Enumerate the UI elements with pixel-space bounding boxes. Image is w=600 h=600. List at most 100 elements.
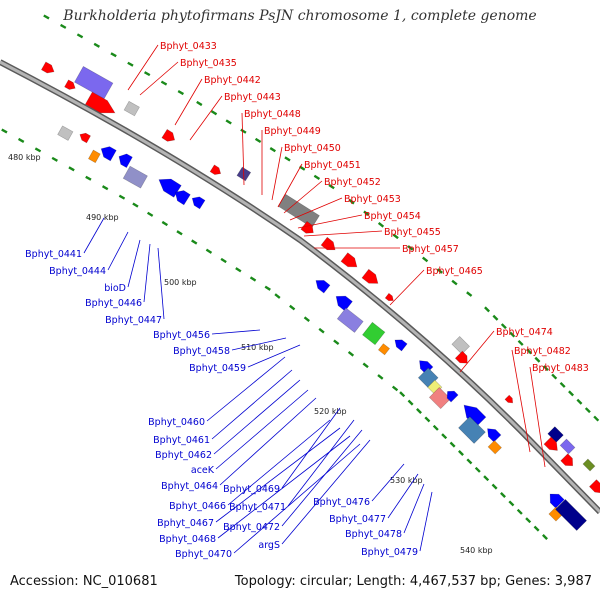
gene-label-reverse: Bphyt_0472 xyxy=(223,522,280,533)
leader-line xyxy=(215,389,309,470)
gene-feature xyxy=(560,453,574,467)
scale-tick-mark xyxy=(347,351,355,357)
gene-label-forward: Bphyt_0474 xyxy=(496,327,553,338)
gene-label-reverse: Bphyt_0477 xyxy=(329,514,386,525)
leader-line xyxy=(297,214,363,229)
scale-tick-mark xyxy=(407,245,414,251)
leader-line xyxy=(281,439,371,545)
leader-line xyxy=(139,61,179,96)
scale-tick-mark xyxy=(143,71,151,77)
gene-feature xyxy=(487,428,502,443)
scale-tick-mark xyxy=(196,100,203,107)
scale-tick-mark xyxy=(177,90,184,96)
gene-label-forward: Bphyt_0454 xyxy=(364,211,421,222)
leader-line xyxy=(227,419,331,506)
scale-tick-mark xyxy=(451,279,458,286)
scale-tick-mark xyxy=(424,416,431,423)
gene-feature xyxy=(40,61,55,74)
gene-feature xyxy=(118,153,133,168)
leader-line xyxy=(371,463,405,502)
gene-label-forward: Bphyt_0483 xyxy=(532,363,589,374)
scale-tick-mark xyxy=(59,23,67,29)
scale-tick-mark xyxy=(333,339,340,346)
gene-feature xyxy=(161,128,176,142)
scale-tick-mark xyxy=(432,424,439,431)
chromosome-backbone xyxy=(0,60,600,514)
accession-text: Accession: NC_010681 xyxy=(10,574,158,589)
scale-tick-mark xyxy=(441,433,448,440)
gene-feature xyxy=(79,132,91,144)
scale-tick-mark xyxy=(220,257,227,264)
leader-line xyxy=(403,483,425,534)
scale-tick-mark xyxy=(254,137,262,144)
scale-tick-mark xyxy=(576,398,583,405)
scale-tick-mark xyxy=(449,441,456,448)
scale-tick-mark xyxy=(269,147,276,153)
scale-tick-mark xyxy=(348,198,355,205)
scale-tick-mark xyxy=(407,399,414,406)
leader-line xyxy=(387,473,419,519)
gene-feature xyxy=(340,252,358,268)
gene-label-reverse: Bphyt_0441 xyxy=(25,249,82,260)
leader-line xyxy=(247,344,301,368)
leader-line xyxy=(389,269,425,306)
leader-line xyxy=(217,435,351,539)
scale-tick-mark xyxy=(516,508,523,515)
leader-line xyxy=(289,197,343,221)
leader-line xyxy=(211,329,261,335)
leader-line xyxy=(529,366,546,468)
scale-tick-mark xyxy=(191,239,198,245)
gene-label-reverse: aceK xyxy=(191,465,215,476)
scale-tick-mark xyxy=(210,110,218,116)
scale-tick-mark xyxy=(458,450,464,456)
gene-label-reverse: Bphyt_0478 xyxy=(345,529,402,540)
leader-line xyxy=(281,407,341,489)
gene-feature xyxy=(549,493,565,509)
leader-line xyxy=(419,491,433,552)
scale-tick-mark xyxy=(483,475,490,482)
leader-line xyxy=(107,231,129,271)
scale-tick-mark xyxy=(93,42,100,48)
leader-line xyxy=(281,429,363,527)
scale-tick-mark xyxy=(534,356,541,363)
gene-feature xyxy=(84,91,116,114)
scale-tick-mark xyxy=(76,33,84,39)
gene-label-forward: Bphyt_0465 xyxy=(426,266,483,277)
gene-feature xyxy=(335,295,353,312)
gene-feature xyxy=(559,438,576,455)
scale-tick-mark xyxy=(1,128,8,134)
gene-feature xyxy=(361,268,379,284)
scale-tick-mark xyxy=(525,517,532,524)
leader-line xyxy=(233,443,361,554)
gene-label-reverse: argS xyxy=(258,540,280,551)
gene-label-reverse: Bphyt_0464 xyxy=(161,481,218,492)
kbp-tick-label: 480 kbp xyxy=(8,153,41,162)
gene-label-forward: Bphyt_0442 xyxy=(204,75,261,86)
scale-tick-mark xyxy=(363,210,370,217)
scale-tick-mark xyxy=(474,466,481,473)
scale-tick-mark xyxy=(533,525,540,532)
scale-tick-mark xyxy=(568,390,575,397)
scale-tick-mark xyxy=(593,415,600,422)
leader-line xyxy=(83,217,105,254)
scale-tick-mark xyxy=(110,52,117,58)
gene-feature xyxy=(394,339,408,352)
leader-line xyxy=(127,44,159,91)
leader-line xyxy=(189,95,223,141)
gene-label-forward: Bphyt_0453 xyxy=(344,194,401,205)
gene-feature xyxy=(454,350,468,364)
kbp-tick-label: 540 kbp xyxy=(460,546,493,555)
leader-line xyxy=(511,349,531,453)
gene-label-forward: Bphyt_0448 xyxy=(244,109,301,120)
scale-tick-mark xyxy=(249,276,257,282)
gene-label-reverse: Bphyt_0456 xyxy=(153,330,210,341)
leader-line xyxy=(174,78,203,126)
scale-tick-mark xyxy=(225,119,232,125)
gene-feature xyxy=(377,343,391,356)
leader-line xyxy=(219,397,317,486)
gene-label-forward: Bphyt_0450 xyxy=(284,143,341,154)
scale-tick-mark xyxy=(399,391,406,398)
scale-tick-mark xyxy=(101,185,109,191)
